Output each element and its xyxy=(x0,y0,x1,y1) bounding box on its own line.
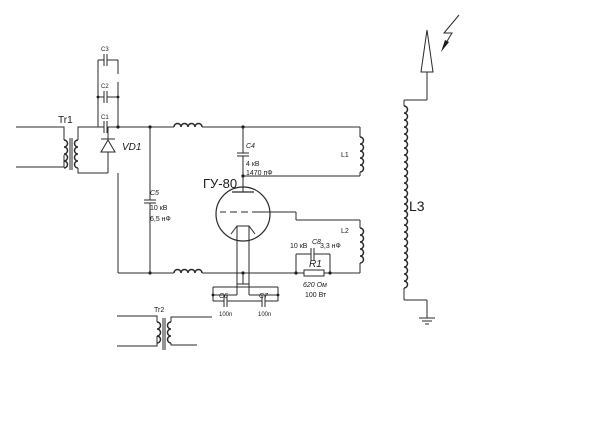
c4-capacitance: 1470 пФ xyxy=(246,170,273,177)
c4-voltage: 4 кВ xyxy=(246,161,260,168)
top-rail xyxy=(148,122,360,129)
diode-vd1: VD1 xyxy=(100,127,141,173)
c8-voltage: 10 кВ xyxy=(290,243,308,250)
lightning-icon xyxy=(441,14,460,52)
c5-capacitance: 6,5 нФ xyxy=(150,216,171,223)
resistor-r1: R1 620 Ом 100 Вт xyxy=(294,254,360,299)
antenna-arrow-icon xyxy=(420,29,434,73)
r1-resistance: 620 Ом xyxy=(303,282,327,289)
c4-label: C4 xyxy=(246,143,255,150)
l3-label: L3 xyxy=(409,198,425,214)
c7-value: 100n xyxy=(258,312,271,318)
capacitor-c6: C6 100n xyxy=(213,293,245,318)
c5-voltage: 10 кВ xyxy=(150,205,168,212)
capacitor-c5: C5 10 кВ 6,5 нФ xyxy=(144,127,171,275)
vd1-label: VD1 xyxy=(122,142,141,153)
r1-power: 100 Вт xyxy=(305,292,327,299)
capacitor-c8: C8 10 кВ 3,3 нФ xyxy=(290,239,341,260)
capacitor-c4: C4 4 кВ 1470 пФ xyxy=(237,127,360,178)
inductor-l3: L3 xyxy=(403,72,428,318)
capacitor-c7: C7 100n xyxy=(245,293,278,318)
inductor-l2: L2 xyxy=(341,220,365,273)
c3-label: C3 xyxy=(101,47,109,53)
c2-label: C2 xyxy=(101,84,109,90)
c6-value: 100n xyxy=(219,312,232,318)
tr2-label: Tr2 xyxy=(154,307,164,314)
c8-label: C8 xyxy=(312,239,321,246)
l2-label: L2 xyxy=(341,228,349,235)
c6-label: C6 xyxy=(219,293,228,300)
inductor-l1: L1 xyxy=(341,127,365,176)
bottom-rail xyxy=(117,173,296,285)
tube-label: ГУ-80 xyxy=(203,176,237,191)
c8-capacitance: 3,3 нФ xyxy=(320,243,341,250)
c7-label: C7 xyxy=(259,293,269,300)
vacuum-tube-gu80: ГУ-80 xyxy=(203,176,360,295)
ground-icon xyxy=(419,317,435,325)
c5-label: C5 xyxy=(150,190,159,197)
r1-label: R1 xyxy=(309,259,322,270)
tr1-label: Tr1 xyxy=(58,115,73,126)
transformer-tr1: Tr1 xyxy=(16,115,108,174)
c1-label: C1 xyxy=(101,115,109,121)
filament-circuit xyxy=(211,286,280,301)
l1-label: L1 xyxy=(341,152,349,159)
transformer-tr2: Tr2 xyxy=(117,307,212,350)
input-capacitor-ladder: C3 C2 C1 xyxy=(96,47,150,133)
